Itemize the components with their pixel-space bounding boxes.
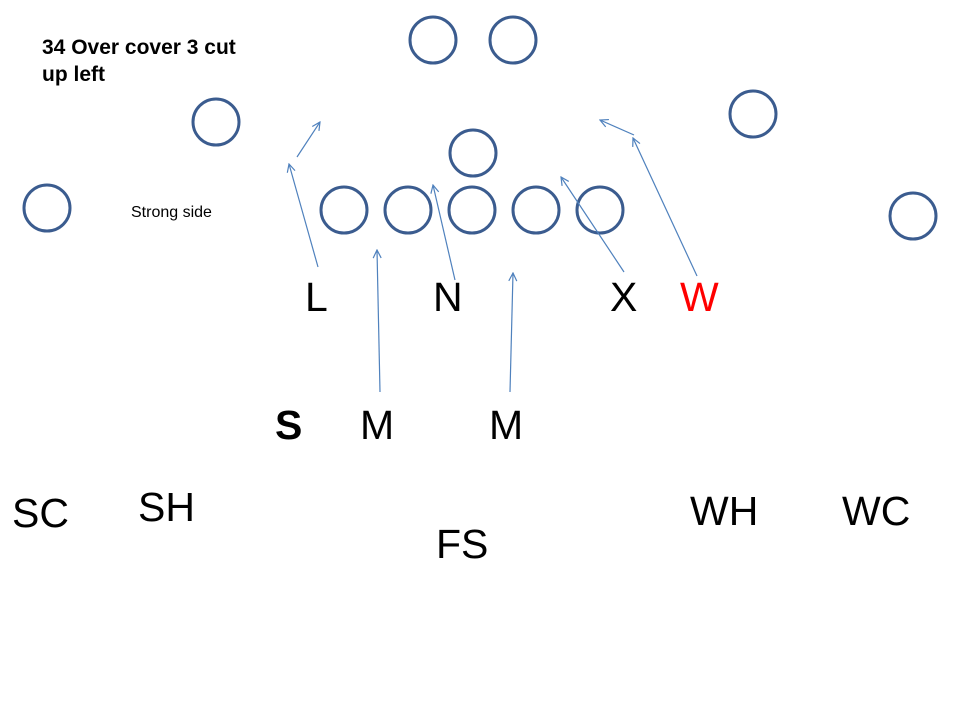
offense-running-back-right xyxy=(488,15,538,65)
defense-label-fs: FS xyxy=(436,521,489,567)
play-title: 34 Over cover 3 cut up left xyxy=(42,36,236,86)
defense-label-wc: WC xyxy=(842,488,911,534)
arrow-w-drop xyxy=(633,138,698,277)
defense-label-w: W xyxy=(680,274,719,320)
defense-label-x: X xyxy=(610,274,638,320)
defense-label-sc: SC xyxy=(12,490,69,536)
strong-side-label: Strong side xyxy=(131,204,212,221)
defense-label-n: N xyxy=(433,274,463,320)
offense-wide-receiver-right xyxy=(888,191,938,241)
offense-running-back-left xyxy=(408,15,458,65)
arrow-w-flat xyxy=(600,120,635,136)
offense-left-tackle xyxy=(319,185,369,235)
arrow-l-cut-up xyxy=(296,122,320,158)
arrow-m-right-fill xyxy=(510,273,513,393)
defense-label-m-left: M xyxy=(360,402,395,448)
offense-center xyxy=(447,185,497,235)
defense-label-l: L xyxy=(305,274,328,320)
defense-label-wh: WH xyxy=(690,488,759,534)
defense-label-sh: SH xyxy=(138,484,195,530)
arrow-x-rush xyxy=(561,177,625,273)
offense-slot-receiver-left xyxy=(191,97,241,147)
arrow-l-rush xyxy=(289,164,319,268)
offense-wide-receiver-left xyxy=(22,183,72,233)
offense-players xyxy=(22,15,938,241)
defense-label-s: S xyxy=(275,402,303,448)
offense-left-guard xyxy=(383,185,433,235)
offense-quarterback xyxy=(448,128,498,178)
arrow-m-left-fill xyxy=(377,250,380,393)
offense-slot-receiver-right xyxy=(728,89,778,139)
defense-arrows xyxy=(289,120,698,393)
offense-right-tackle xyxy=(575,185,625,235)
offense-right-guard xyxy=(511,185,561,235)
defense-label-m-right: M xyxy=(489,402,524,448)
arrow-n-rush xyxy=(433,185,456,281)
